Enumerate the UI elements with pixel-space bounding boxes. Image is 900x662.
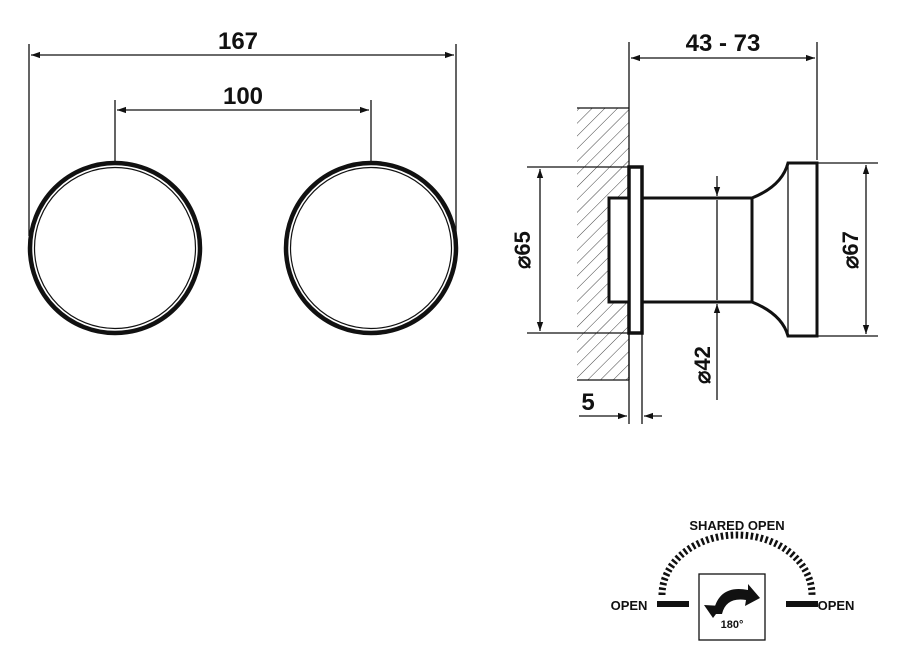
right-open-label: OPEN — [818, 598, 855, 613]
knob-profile — [607, 161, 819, 338]
flange-diameter-dimension: ⌀65 — [510, 166, 629, 334]
angle-label: 180° — [721, 619, 744, 631]
projection-dimension: 43 - 73 — [628, 30, 818, 160]
overall-width-label: 167 — [218, 28, 258, 55]
rotation-arc — [658, 531, 816, 596]
left-knob — [27, 160, 203, 336]
flange-thickness-dimension: 5 — [579, 333, 662, 424]
knob-diameter-dimension: ⌀67 — [817, 162, 878, 337]
rotate-arrow-icon — [704, 584, 760, 618]
shaft-diameter-label: 42 — [690, 346, 715, 370]
left-open-label: OPEN — [611, 598, 648, 613]
diameter-symbol-65: ⌀ — [510, 255, 535, 269]
side-view: 43 - 73 ⌀65 — [510, 30, 878, 424]
shared-open-label: SHARED OPEN — [689, 518, 784, 533]
svg-text:⌀42: ⌀42 — [690, 346, 715, 384]
knob-diameter-label: 67 — [838, 231, 863, 255]
center-distance-dimension: 100 — [114, 83, 372, 165]
right-knob — [283, 160, 459, 336]
right-open-bar — [786, 601, 818, 607]
flange-thickness-label: 5 — [581, 389, 594, 416]
center-distance-label: 100 — [223, 83, 263, 110]
svg-text:⌀65: ⌀65 — [510, 231, 535, 269]
diameter-symbol-67: ⌀ — [838, 255, 863, 269]
projection-label: 43 - 73 — [686, 30, 761, 57]
rotation-diagram: SHARED OPEN OPEN OPEN 180° — [611, 518, 855, 641]
left-open-bar — [657, 601, 689, 607]
front-view: 167 100 — [27, 28, 459, 336]
diameter-symbol-42: ⌀ — [690, 370, 715, 384]
flange-diameter-label: 65 — [510, 231, 535, 255]
overall-width-dimension: 167 — [28, 28, 457, 236]
svg-text:⌀67: ⌀67 — [838, 231, 863, 269]
shaft-diameter-dimension: ⌀42 — [690, 176, 721, 400]
